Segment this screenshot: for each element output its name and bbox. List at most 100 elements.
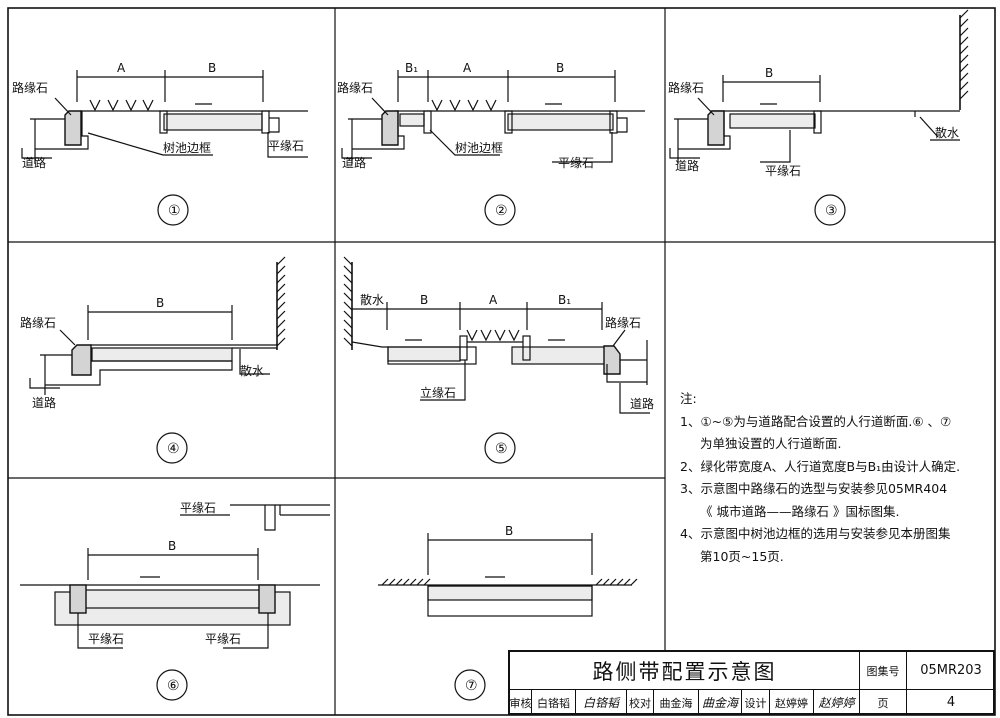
section-3: B 路缘石 道路 平缘石 散水 ③ [668, 9, 969, 226]
svg-text:A: A [117, 61, 126, 75]
svg-text:路缘石: 路缘石 [668, 80, 704, 95]
hatch-mark [416, 578, 424, 586]
svg-text:B: B [556, 61, 564, 75]
svg-text:平缘石: 平缘石 [765, 164, 801, 178]
svg-text:⑤: ⑤ [495, 441, 508, 457]
section-1: A B 路缘石 道路 树池边框 平缘石 ① [12, 61, 308, 226]
svg-text:散水: 散水 [240, 363, 264, 378]
section-2: B₁ A B 路缘石 道路 树池边框 平缘石 ② [337, 61, 645, 226]
designer-signature: 赵婷婷 [814, 690, 860, 715]
svg-text:平缘石: 平缘石 [88, 632, 124, 646]
svg-text:B: B [168, 539, 176, 553]
hatch-mark [959, 45, 969, 55]
hatch-mark [343, 310, 353, 320]
note-4-cont: 第10页~15页. [700, 548, 784, 564]
title-block: 路侧带配置示意图 图集号 05MR203 审核 白铬韬 白铬韬 校对 曲金海 曲… [508, 650, 995, 715]
hatch-mark [623, 578, 631, 586]
svg-text:道路: 道路 [675, 158, 699, 173]
section-4: B 路缘石 道路 散水 ④ [20, 256, 286, 464]
hatch-mark [409, 578, 417, 586]
hatch-mark [402, 578, 410, 586]
hatch-mark [959, 81, 969, 91]
section-5: B A B₁ 散水 路缘石 立缘石 道路 ⑤ [343, 256, 654, 464]
svg-text:平缘石: 平缘石 [558, 156, 594, 170]
hatch-mark [959, 18, 969, 28]
hatch-mark [276, 319, 286, 329]
hatch-mark [616, 578, 624, 586]
drawing-title: 路侧带配置示意图 [510, 652, 860, 690]
svg-text:散水: 散水 [935, 125, 959, 140]
note-2: 2、绿化带宽度A、人行道宽度B与B₁由设计人确定. [680, 458, 961, 474]
curb-stone [64, 110, 82, 146]
hatch-mark [630, 578, 638, 586]
grass-symbols [89, 99, 154, 112]
svg-text:B: B [156, 296, 164, 310]
hatch-mark [343, 292, 353, 302]
svg-text:⑦: ⑦ [465, 678, 478, 694]
hatch-mark [276, 337, 286, 347]
svg-text:道路: 道路 [630, 396, 654, 411]
svg-text:B: B [420, 293, 428, 307]
svg-text:路缘石: 路缘石 [20, 315, 56, 330]
note-4: 4、示意图中树池边框的选用与安装参见本册图集 [680, 526, 951, 541]
hatch-mark [609, 578, 617, 586]
svg-text:平缘石: 平缘石 [268, 139, 304, 153]
hatch-mark [343, 256, 353, 266]
atlas-label: 图集号 [860, 652, 907, 690]
design-label: 设计 [742, 690, 770, 715]
hatch-mark [276, 328, 286, 338]
hatch-mark [343, 328, 353, 338]
reviewer-signature: 白铬韬 [576, 690, 627, 715]
hatch-mark [423, 578, 431, 586]
hatch-mark [343, 319, 353, 329]
svg-text:⑥: ⑥ [167, 678, 180, 694]
svg-text:A: A [489, 293, 498, 307]
notes: 注: 1、①~⑤为与道路配合设置的人行道断面.⑥ 、⑦ 为单独设置的人行道断面.… [680, 388, 990, 568]
note-3: 3、示意图中路缘石的选型与安装参见05MR404 [680, 481, 948, 496]
notes-heading: 注: [680, 391, 697, 406]
svg-text:A: A [463, 61, 472, 75]
hatch-mark [959, 54, 969, 64]
svg-text:平缘石: 平缘石 [205, 632, 241, 646]
sheet-frame [7, 7, 996, 716]
hatch-mark [276, 292, 286, 302]
note-3-cont: 《 城市道路——路缘石 》国标图集. [700, 503, 900, 519]
svg-text:④: ④ [167, 441, 180, 457]
dimension-lines [76, 70, 264, 102]
paving [163, 113, 263, 131]
svg-text:路缘石: 路缘石 [12, 80, 48, 95]
hatch-mark [959, 90, 969, 100]
wall-hatching [959, 9, 969, 100]
svg-text:道路: 道路 [22, 155, 46, 170]
hatch-mark [343, 274, 353, 284]
hatch-mark [381, 578, 389, 586]
hatch-mark [276, 310, 286, 320]
note-1: 1、①~⑤为与道路配合设置的人行道断面.⑥ 、⑦ [680, 413, 952, 429]
section-7: B ⑦ [378, 524, 638, 701]
svg-text:路缘石: 路缘石 [337, 80, 373, 95]
svg-text:道路: 道路 [32, 395, 56, 410]
hatch-mark [959, 72, 969, 82]
designer-name: 赵婷婷 [770, 690, 814, 715]
note-1-cont: 为单独设置的人行道断面. [700, 436, 842, 451]
hatch-mark [595, 578, 603, 586]
svg-text:B: B [505, 524, 513, 538]
svg-text:③: ③ [825, 203, 838, 219]
hatch-mark [388, 578, 396, 586]
svg-text:散水: 散水 [360, 292, 384, 307]
svg-text:道路: 道路 [342, 155, 366, 170]
page-label: 页 [860, 690, 907, 715]
hatch-mark [276, 301, 286, 311]
atlas-number: 05MR203 [907, 652, 995, 690]
hatch-mark [343, 301, 353, 311]
svg-text:②: ② [495, 203, 508, 219]
hatch-mark [276, 274, 286, 284]
hatch-mark [343, 337, 353, 347]
hatch-mark [959, 27, 969, 37]
review-label: 审核 [510, 690, 532, 715]
svg-text:B: B [765, 66, 773, 80]
hatch-mark [276, 265, 286, 275]
svg-text:B₁: B₁ [405, 61, 418, 75]
page-number: 4 [946, 695, 956, 710]
